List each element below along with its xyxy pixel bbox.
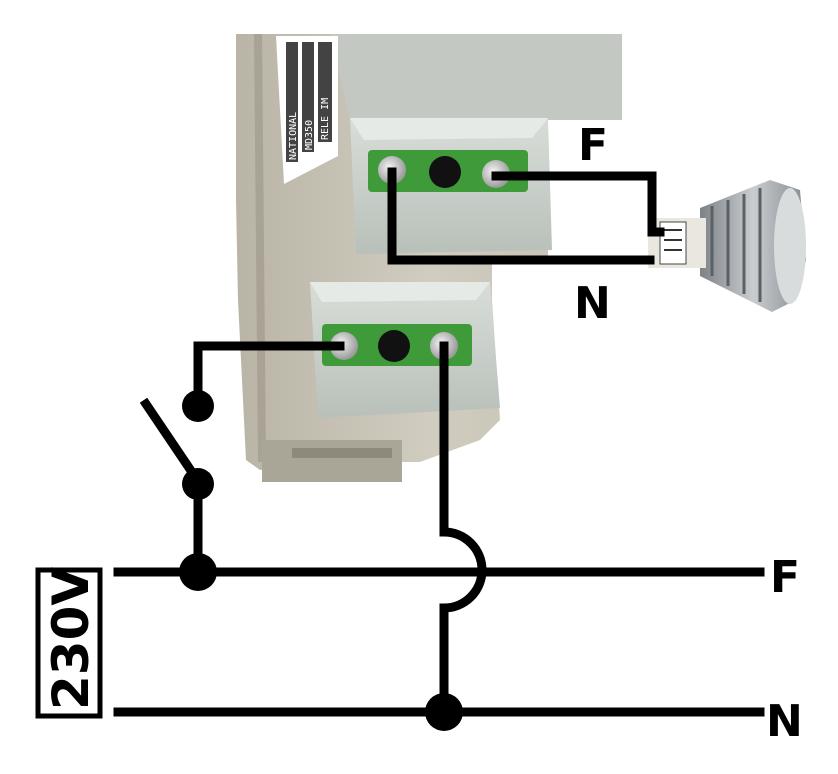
upper-hole-middle: [429, 156, 461, 188]
sticker-line-3: RELE IM: [320, 98, 331, 140]
relay-top-shoulder: [330, 34, 622, 120]
voltage-box: 230V: [35, 567, 103, 719]
sticker-band-1: [286, 42, 298, 162]
lower-hole-middle: [378, 330, 410, 362]
switch-top-contact: [182, 390, 214, 422]
device-sticker: NATIONAL MD350 RELE IM: [276, 36, 338, 184]
sticker-band-3: [318, 42, 332, 142]
voltage-box-frame: [35, 567, 103, 719]
label-lamp-neutral: N: [574, 278, 611, 329]
label-mains-neutral: N: [766, 696, 803, 747]
lamp-face: [774, 188, 806, 304]
relay-device: NATIONAL MD350 RELE IM: [236, 33, 622, 482]
neutral-junction-dot: [425, 693, 463, 731]
wire-lamp-phase: [491, 171, 665, 237]
label-mains-phase: F: [770, 552, 800, 603]
sticker-band-2: [302, 42, 314, 152]
din-rail-slot: [292, 448, 392, 458]
upper-terminal-block: [350, 118, 552, 254]
din-rail-foot: [262, 440, 402, 482]
sticker-line-2: MD350: [304, 120, 315, 150]
lower-terminal-block: [310, 282, 500, 418]
wire-switch-to-relay: [193, 341, 345, 411]
sticker-line-1: NATIONAL: [288, 112, 299, 160]
switch-bottom-contact: [182, 468, 214, 500]
phase-junction-dot: [179, 553, 217, 591]
wire-lamp-neutral: [387, 167, 655, 265]
led-lamp: [648, 180, 806, 312]
label-lamp-phase: F: [578, 120, 608, 171]
voltage-label: 230V: [42, 567, 100, 710]
housing-edge-shadow: [254, 33, 266, 463]
